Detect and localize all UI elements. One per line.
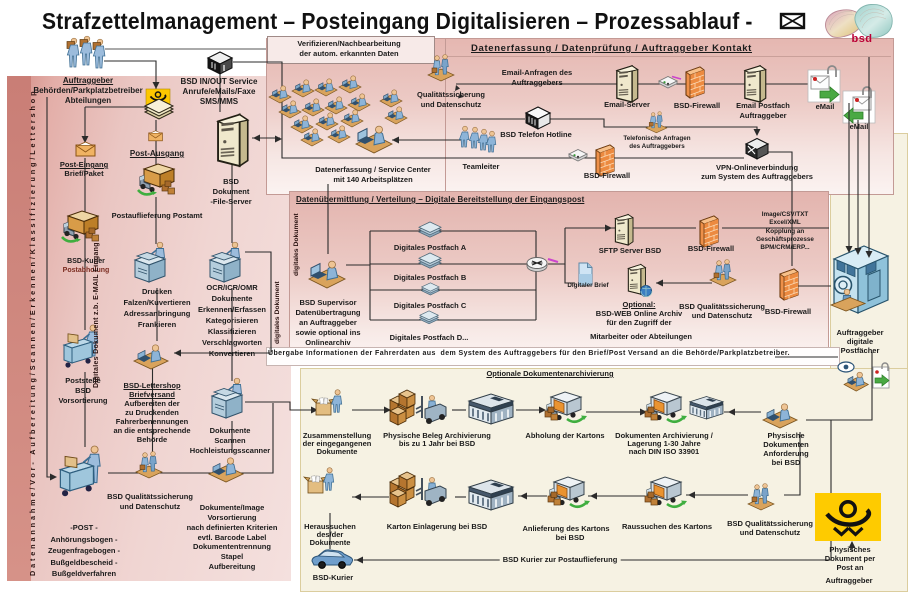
svg-text:bsd: bsd	[851, 33, 872, 45]
